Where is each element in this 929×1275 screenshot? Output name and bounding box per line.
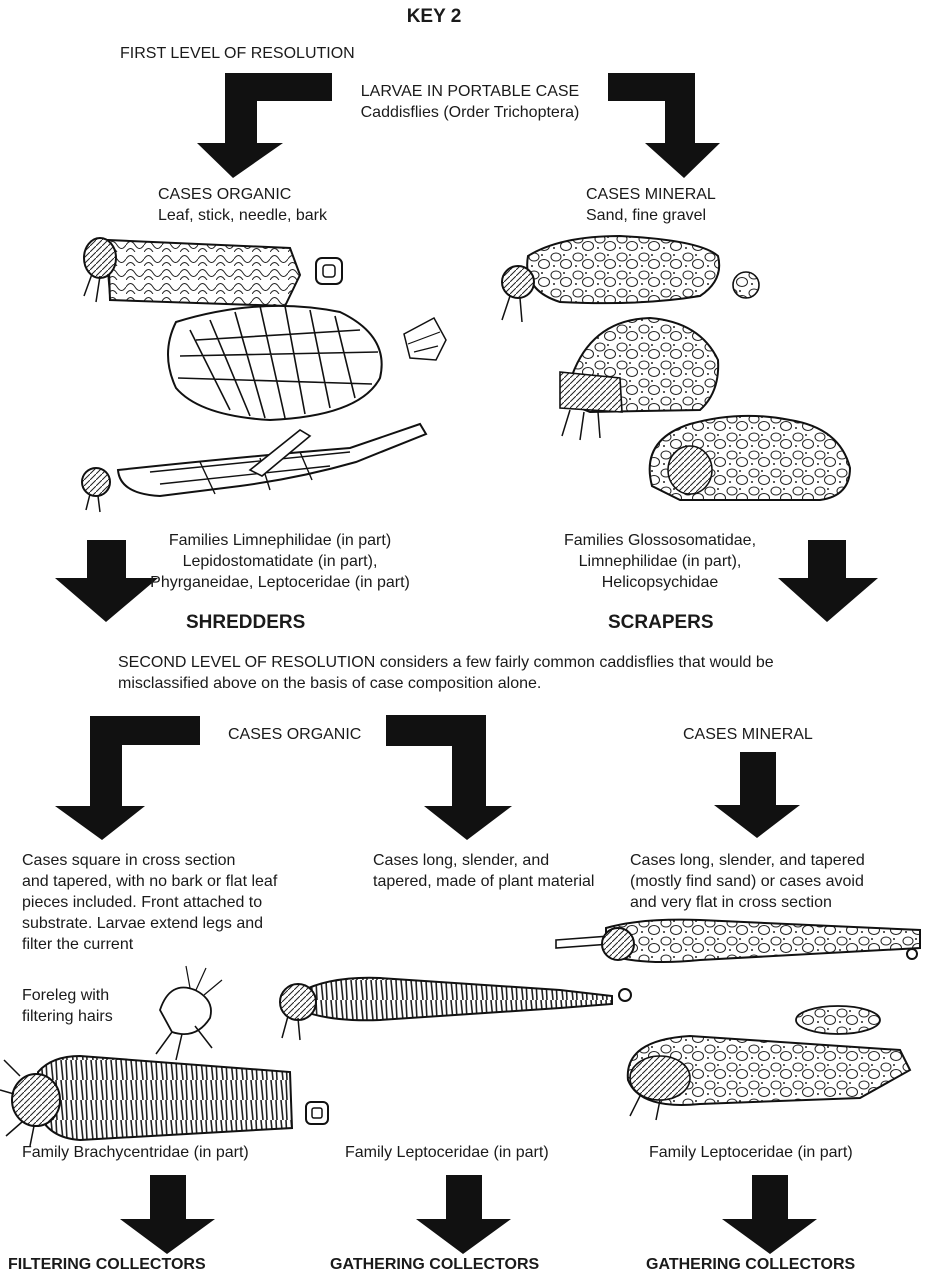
arrow-second-organic-right	[386, 715, 512, 840]
mineral-families-2: Limnephilidae (in part),	[540, 551, 780, 572]
arrow-scrapers	[778, 540, 878, 622]
arrow-gathering-collectors-1	[416, 1175, 511, 1254]
col2-desc-2: tapered, made of plant material	[373, 871, 594, 892]
filtering-collectors-label: FILTERING COLLECTORS	[8, 1254, 206, 1275]
gathering-collectors-label-2: GATHERING COLLECTORS	[646, 1254, 855, 1275]
col3-desc-2: (mostly find sand) or cases avoid	[630, 871, 864, 892]
arrow-to-organic	[197, 73, 332, 178]
first-level-label: FIRST LEVEL OF RESOLUTION	[120, 43, 355, 64]
col1-desc-5: filter the current	[22, 934, 133, 955]
col1-family: Family Brachycentridae (in part)	[22, 1142, 249, 1163]
mineral-case-illustrations	[502, 236, 850, 500]
mineral-families-1: Families Glossosomatidae,	[540, 530, 780, 551]
foreleg-label-1: Foreleg with	[22, 985, 109, 1006]
gathering-collectors-label-1: GATHERING COLLECTORS	[330, 1254, 539, 1275]
scrapers-label: SCRAPERS	[608, 612, 714, 633]
organic-desc: Leaf, stick, needle, bark	[158, 205, 327, 226]
arrow-second-organic-left	[55, 716, 200, 840]
organic-case-illustrations	[82, 238, 446, 512]
organic-families-1: Families Limnephilidae (in part)	[130, 530, 430, 551]
mineral-title: CASES MINERAL	[586, 184, 716, 205]
foreleg-label-2: filtering hairs	[22, 1006, 113, 1027]
col3-family: Family Leptoceridae (in part)	[649, 1142, 853, 1163]
second-level-line-1: SECOND LEVEL OF RESOLUTION considers a f…	[118, 652, 774, 673]
col1-desc-3: pieces included. Front attached to	[22, 892, 262, 913]
mineral-families-3: Helicopsychidae	[540, 572, 780, 593]
second-level-line-2: misclassified above on the basis of case…	[118, 673, 541, 694]
arrow-gathering-collectors-2	[722, 1175, 817, 1254]
organic-title: CASES ORGANIC	[158, 184, 291, 205]
arrow-filtering-collectors	[120, 1175, 215, 1254]
key-title: KEY 2	[364, 6, 504, 27]
col2-family: Family Leptoceridae (in part)	[345, 1142, 549, 1163]
col1-desc-2: and tapered, with no bark or flat leaf	[22, 871, 277, 892]
arrow-second-mineral	[714, 752, 800, 838]
second-organic-title: CASES ORGANIC	[228, 724, 361, 745]
col3-desc-1: Cases long, slender, and tapered	[630, 850, 865, 871]
shredders-label: SHREDDERS	[186, 612, 305, 633]
col1-desc-4: substrate. Larvae extend legs and	[22, 913, 263, 934]
organic-families-3: Phyrganeidae, Leptoceridae (in part)	[130, 572, 430, 593]
mineral-desc: Sand, fine gravel	[586, 205, 706, 226]
second-level-illustrations	[0, 920, 920, 1146]
second-mineral-title: CASES MINERAL	[683, 724, 813, 745]
col2-desc-1: Cases long, slender, and	[373, 850, 549, 871]
arrow-to-mineral	[608, 73, 720, 178]
organic-families-2: Lepidostomatidate (in part),	[130, 551, 430, 572]
col1-desc-1: Cases square in cross section	[22, 850, 235, 871]
top-line-1: LARVAE IN PORTABLE CASE	[330, 81, 610, 102]
col3-desc-3: and very flat in cross section	[630, 892, 832, 913]
top-line-2: Caddisflies (Order Trichoptera)	[330, 102, 610, 123]
